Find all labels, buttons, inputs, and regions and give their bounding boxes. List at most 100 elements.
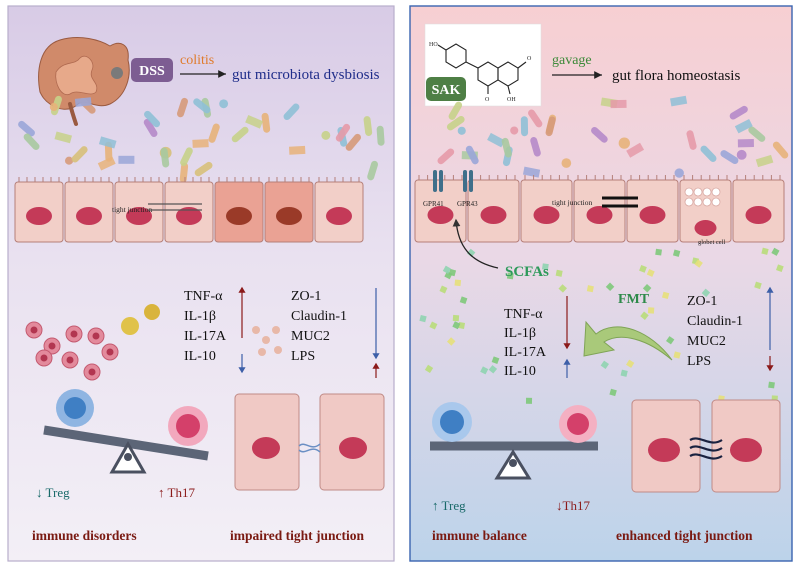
scfas-label: SCFAs [505,264,549,280]
cell-nucleus [427,206,454,224]
bacterium-icon [367,160,379,181]
cytokine-label: IL-17A [504,345,547,360]
cell-nucleus [745,206,772,224]
bacterium-icon [180,147,193,167]
bacterium-icon [748,126,766,142]
microbe-icon [610,99,627,109]
cell-nucleus [276,207,302,225]
epithelium-right [414,175,785,243]
scfa-particle [620,369,628,377]
cell-nucleus [694,220,717,236]
scfa-particle [701,288,711,298]
structure-atom-label: O [485,97,490,103]
scfa-particle [454,279,462,287]
bacterium-icon [283,103,300,121]
scfa-particle [609,388,617,397]
treg-label-left: ↓ Treg [36,485,70,500]
scfa-particle [444,271,453,280]
cytokine-dot [258,348,266,356]
scfa-particle [555,269,563,277]
bacterium-icon [686,130,697,150]
structure-atom-label: HO [429,42,438,48]
microbe-icon [118,155,135,164]
cytokine-list-left: TNF-α IL-1β IL-17A IL-10 [184,289,227,364]
sak-badge [426,77,466,101]
bacterium-icon [231,126,249,143]
bacterium-icon [144,110,161,128]
immune-cell-nucleus [66,356,74,364]
gpr41-label: GPR41 [423,200,444,208]
scfa-particle [488,365,498,374]
microbe-icon [674,168,684,178]
microbe-icon [737,139,754,148]
bacterium-icon [363,116,373,136]
barrier-label: ZO-1 [291,289,321,304]
enhanced-junction-caption: enhanced tight junction [616,528,753,543]
cytokine-label: IL-1β [504,326,536,341]
cytokine-list-right: TNF-α IL-1β IL-17A IL-10 [504,307,547,379]
cytokine-label: TNF-α [184,289,223,304]
bacterium-icon [23,133,40,150]
gpr41-receptor-icon [433,170,443,192]
bacterium-icon [160,147,170,168]
microbe-icon [626,142,645,158]
gpr43-label: GPR43 [457,200,478,208]
immune-disorders-caption: immune disorders [32,528,137,543]
cell-nucleus [639,206,666,224]
barrier-label: LPS [291,349,315,364]
bacterium-icon [143,118,158,137]
scfa-particle [452,314,460,322]
bacteria-cloud-left [18,95,385,183]
microbe-icon [321,130,331,140]
fmt-arrow-icon [583,320,673,361]
bacterium-icon [71,146,88,163]
scfa-particle [605,282,615,292]
tight-junction-label-right: tight junction [552,198,592,207]
impaired-junction-cells [234,393,385,491]
bacterium-icon [528,109,543,128]
microbe-icon [64,156,74,165]
macrophage-icon [144,304,160,320]
epithelium-left [14,177,364,243]
scfa-particle [761,247,769,255]
mucus-granule [693,197,703,207]
tight-junction-label-left: tight junction [112,205,152,214]
scfa-to-receptor-arrow [452,218,499,269]
scfa-particle [672,249,681,257]
scfa-particle [424,364,434,374]
microbe-icon [561,158,572,168]
cell-nucleus [586,206,613,224]
microbe-icon [245,115,264,129]
scfa-particle [639,264,647,273]
scfa-particle [506,272,514,280]
microbe-icon [74,97,92,107]
scfa-particle [776,264,784,273]
cytokine-label: IL-10 [504,364,536,379]
homeostasis-label: gut flora homeostasis [612,68,740,84]
barrier-label: LPS [687,354,711,369]
scfa-particle [640,311,649,320]
barrier-label: Claudin-1 [291,309,347,324]
microbe-icon [522,166,541,178]
cytokine-dot [274,346,282,354]
microbe-icon [734,118,753,134]
bacterium-icon [376,125,385,146]
scfa-particle [459,296,468,305]
scfa-particle [626,359,635,368]
barrier-label: MUC2 [291,329,330,344]
scfa-particle [647,307,655,314]
immune-cell-nucleus [92,332,100,340]
microbe-icon [618,137,630,149]
cytokine-dot [272,326,280,334]
seesaw-left [43,389,209,474]
dss-particle-icon [111,67,123,79]
cytokine-label: IL-17A [184,329,227,344]
bacterium-icon [208,123,220,143]
microbe-icon [510,126,519,135]
immune-cell-cluster [25,304,282,381]
bacterium-icon [261,112,271,133]
microbe-icon [98,136,117,149]
scfa-particle [480,366,489,375]
